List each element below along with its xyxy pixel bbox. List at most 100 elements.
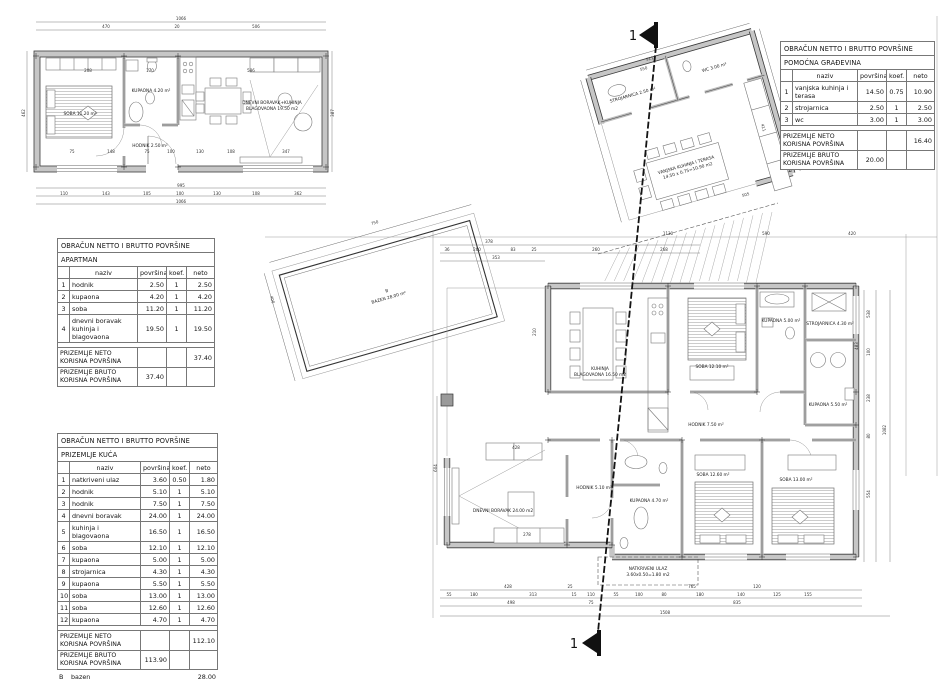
- row-neto: 24.00: [188, 509, 219, 523]
- footer-label: bazen: [71, 672, 91, 681]
- row-povrsina: 7.50: [139, 497, 170, 511]
- dimension-text: 313: [529, 592, 537, 597]
- row-koef: 1: [168, 553, 190, 567]
- col-header-neto: neto: [905, 69, 936, 83]
- row-naziv: soba: [69, 601, 141, 615]
- bathroom-fixtures-icon: [759, 291, 795, 340]
- row-neto: 13.00: [188, 589, 219, 603]
- covered-entry-outline: [597, 556, 699, 586]
- dimension-text: 75: [69, 149, 75, 154]
- row-koef: 1: [165, 290, 187, 304]
- row-neto: 2.50: [185, 278, 216, 292]
- total-povrsina: [139, 630, 170, 651]
- row-koef: 1: [168, 565, 190, 579]
- dimension-text: 1082: [882, 424, 887, 435]
- room-label-kupaona3: KUPAONA 4.70 m²: [630, 498, 669, 504]
- row-povrsina: 14.50: [856, 81, 887, 103]
- room-label-dnevni-1: DNEVNI BORAVAK+KUHINJA: [242, 100, 302, 106]
- total-label: PRIZEMLJE NETO KORISNA POVRŠINA: [57, 630, 141, 651]
- row-koef: 1: [168, 485, 190, 499]
- row-neto: 4.70: [188, 613, 219, 627]
- room-label-kupaona2: KUPAONA 5.50 m²: [809, 402, 848, 408]
- footer-key: B: [59, 672, 64, 681]
- equipment-icon: [811, 292, 847, 312]
- room-label-ulaz-2: 3.60x0.50=1.80 m2: [626, 572, 669, 578]
- col-header-naziv: naziv: [69, 266, 138, 280]
- row-povrsina: 2.50: [136, 278, 167, 292]
- row-number: 6: [57, 541, 70, 555]
- row-povrsina: 11.20: [136, 302, 167, 316]
- table-title: OBRAČUN NETTO I BRUTTO POVRŠINE: [57, 432, 218, 449]
- row-naziv: dnevni boravak: [69, 509, 141, 523]
- row-koef: 0.75: [885, 81, 907, 103]
- row-neto: 19.50: [185, 314, 216, 344]
- row-neto: 5.00: [188, 553, 219, 567]
- row-number: 4: [57, 314, 70, 344]
- col-header-naziv: naziv: [792, 69, 858, 83]
- dimension-text: 362: [294, 191, 302, 196]
- row-naziv: hodnik: [69, 278, 138, 292]
- row-naziv: kupaona: [69, 613, 141, 627]
- row-povrsina: 12.60: [139, 601, 170, 615]
- dimension-text: 108: [252, 191, 260, 196]
- row-povrsina: 5.10: [139, 485, 170, 499]
- dimension-text: 55: [446, 592, 452, 597]
- row-koef: 0.50: [168, 473, 190, 487]
- dimension-text: 1508: [660, 610, 671, 615]
- row-number: 2: [57, 485, 70, 499]
- row-naziv: hodnik: [69, 497, 141, 511]
- room-label-kupaona1: KUPAONA 5.00 m²: [762, 318, 801, 324]
- dimension-text: 498: [507, 600, 515, 605]
- dimension-text: 155: [804, 592, 812, 597]
- dimension-text: 1130: [663, 231, 674, 236]
- table-prizemlje-kuca: OBRAČUN NETTO I BRUTTO POVRŠINE PRIZEMLJE…: [57, 432, 219, 681]
- dimension-text: 100: [176, 191, 184, 196]
- row-neto: 5.10: [188, 485, 219, 499]
- row-povrsina: 13.00: [139, 589, 170, 603]
- total-povrsina: 20.00: [856, 149, 887, 171]
- row-neto: 16.50: [188, 521, 219, 543]
- dimension-text: 511: [645, 55, 654, 62]
- living-room-icons: [451, 442, 565, 544]
- dimension-text: 36: [444, 247, 450, 252]
- row-naziv: soba: [69, 541, 141, 555]
- row-koef: 1: [885, 101, 907, 115]
- dimension-text: 268: [660, 247, 668, 252]
- dimension-text: 25: [567, 584, 573, 589]
- dimension-text: 505: [741, 191, 750, 198]
- total-label: PRIZEMLJE BRUTO KORISNA POVRŠINA: [57, 366, 138, 388]
- sofa-icon: [239, 57, 321, 164]
- row-koef: 1: [168, 577, 190, 591]
- row-povrsina: 5.50: [139, 577, 170, 591]
- room-label-kupaona: KUPAONA 4.20 m²: [132, 88, 171, 94]
- dimension-text: 260: [473, 247, 481, 252]
- dimension-text: 180: [470, 592, 478, 597]
- total-neto: [188, 649, 219, 671]
- col-header-povrsina: površina: [856, 69, 887, 83]
- row-number: 1: [57, 278, 70, 292]
- dimension-text: 462: [21, 109, 26, 117]
- dimension-text: 143: [102, 191, 110, 196]
- row-naziv: strojarnica: [69, 565, 141, 579]
- dimension-text: 470: [102, 24, 110, 29]
- total-neto: 112.10: [188, 630, 219, 651]
- section-marker-bottom: 1: [570, 630, 601, 656]
- dimension-text: 1066: [176, 16, 187, 21]
- room-label-hodnik2: HODNIK 5.10 m²: [576, 485, 612, 491]
- footer-spacer: [168, 673, 188, 681]
- dimension-text: 411: [760, 123, 767, 132]
- room-label-dnevni-2: BLAGOVAONA 19.50 m2: [246, 106, 298, 112]
